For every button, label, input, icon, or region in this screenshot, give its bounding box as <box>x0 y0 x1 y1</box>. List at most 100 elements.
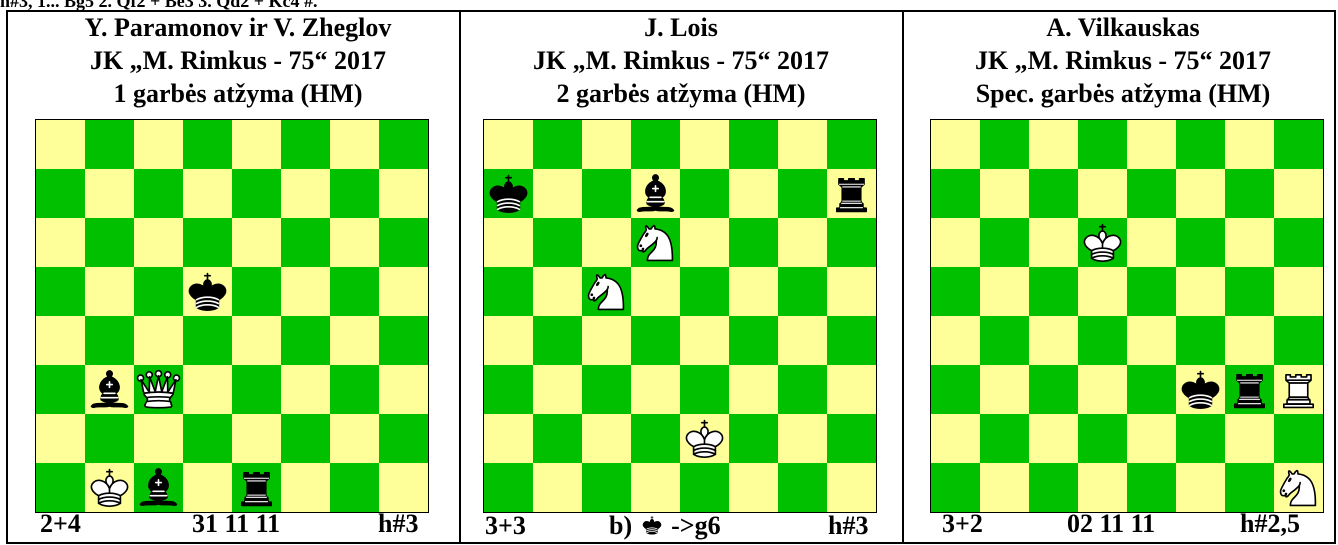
square-h5 <box>1274 267 1323 316</box>
square-a3 <box>36 365 85 414</box>
square-b7 <box>980 169 1029 218</box>
square-e7 <box>232 169 281 218</box>
square-b1 <box>533 463 582 512</box>
square-c3 <box>134 365 183 414</box>
problem-1-tourney: JK „M. Rimkus - 75“ 2017 <box>18 44 458 77</box>
square-g4 <box>1225 316 1274 365</box>
square-c1 <box>582 463 631 512</box>
problem-2-piece-count: 3+3 <box>485 512 526 540</box>
white-knight-icon <box>1274 463 1323 512</box>
square-d6 <box>1078 218 1127 267</box>
square-d1 <box>631 463 680 512</box>
square-h2 <box>827 414 876 463</box>
square-d5 <box>1078 267 1127 316</box>
square-e5 <box>680 267 729 316</box>
square-f7 <box>281 169 330 218</box>
square-b6 <box>980 218 1029 267</box>
square-d7 <box>1078 169 1127 218</box>
square-a6 <box>931 218 980 267</box>
square-g6 <box>330 218 379 267</box>
square-c6 <box>1029 218 1078 267</box>
square-a8 <box>36 120 85 169</box>
square-f4 <box>1176 316 1225 365</box>
black-king-icon <box>1176 365 1225 414</box>
square-d3 <box>1078 365 1127 414</box>
square-e8 <box>680 120 729 169</box>
square-h8 <box>1274 120 1323 169</box>
square-c3 <box>582 365 631 414</box>
chessboard-1 <box>35 119 429 513</box>
square-a2 <box>36 414 85 463</box>
square-g4 <box>778 316 827 365</box>
square-e6 <box>1127 218 1176 267</box>
problem-2-stipulation: h#3 <box>828 512 868 540</box>
square-g8 <box>778 120 827 169</box>
square-g8 <box>330 120 379 169</box>
square-e2 <box>232 414 281 463</box>
square-f3 <box>281 365 330 414</box>
square-g4 <box>330 316 379 365</box>
square-g2 <box>1225 414 1274 463</box>
square-c5 <box>582 267 631 316</box>
square-a2 <box>484 414 533 463</box>
square-e7 <box>1127 169 1176 218</box>
square-a7 <box>36 169 85 218</box>
square-g1 <box>330 463 379 512</box>
square-e8 <box>232 120 281 169</box>
square-c1 <box>1029 463 1078 512</box>
square-d3 <box>631 365 680 414</box>
square-b7 <box>85 169 134 218</box>
square-b5 <box>533 267 582 316</box>
square-b3 <box>533 365 582 414</box>
square-h2 <box>379 414 428 463</box>
square-c6 <box>134 218 183 267</box>
problem-3-stipulation: h#2,5 <box>1240 510 1300 538</box>
square-h3 <box>379 365 428 414</box>
white-knight-icon <box>582 267 631 316</box>
twin-suffix: ->g6 <box>671 511 720 540</box>
problem-2-award: 2 garbės atžyma (HM) <box>461 77 901 110</box>
twin-prefix: b) <box>609 511 632 540</box>
square-c6 <box>582 218 631 267</box>
square-e3 <box>680 365 729 414</box>
square-a4 <box>484 316 533 365</box>
square-a7 <box>484 169 533 218</box>
problem-2-tourney: JK „M. Rimkus - 75“ 2017 <box>461 44 901 77</box>
square-g5 <box>778 267 827 316</box>
square-a8 <box>931 120 980 169</box>
square-f2 <box>281 414 330 463</box>
square-g7 <box>330 169 379 218</box>
square-b8 <box>533 120 582 169</box>
square-e5 <box>232 267 281 316</box>
square-f8 <box>729 120 778 169</box>
square-g3 <box>330 365 379 414</box>
white-knight-icon <box>631 218 680 267</box>
black-bishop-icon <box>85 365 134 414</box>
square-d5 <box>183 267 232 316</box>
square-f7 <box>1176 169 1225 218</box>
square-f6 <box>1176 218 1225 267</box>
square-e2 <box>680 414 729 463</box>
problem-2-twin: b) ->g6 <box>609 512 721 540</box>
square-f5 <box>281 267 330 316</box>
square-a6 <box>484 218 533 267</box>
square-a6 <box>36 218 85 267</box>
white-king-icon <box>680 414 729 463</box>
square-d8 <box>183 120 232 169</box>
square-d7 <box>631 169 680 218</box>
square-g3 <box>1225 365 1274 414</box>
square-b4 <box>533 316 582 365</box>
square-h4 <box>379 316 428 365</box>
square-d1 <box>1078 463 1127 512</box>
square-a4 <box>931 316 980 365</box>
square-g2 <box>778 414 827 463</box>
square-g1 <box>778 463 827 512</box>
problem-1-author: Y. Paramonov ir V. Zheglov <box>18 11 458 44</box>
square-a1 <box>484 463 533 512</box>
square-h8 <box>827 120 876 169</box>
square-g2 <box>330 414 379 463</box>
problem-3-piece-count: 3+2 <box>942 510 983 538</box>
square-d2 <box>183 414 232 463</box>
square-e3 <box>232 365 281 414</box>
square-e3 <box>1127 365 1176 414</box>
